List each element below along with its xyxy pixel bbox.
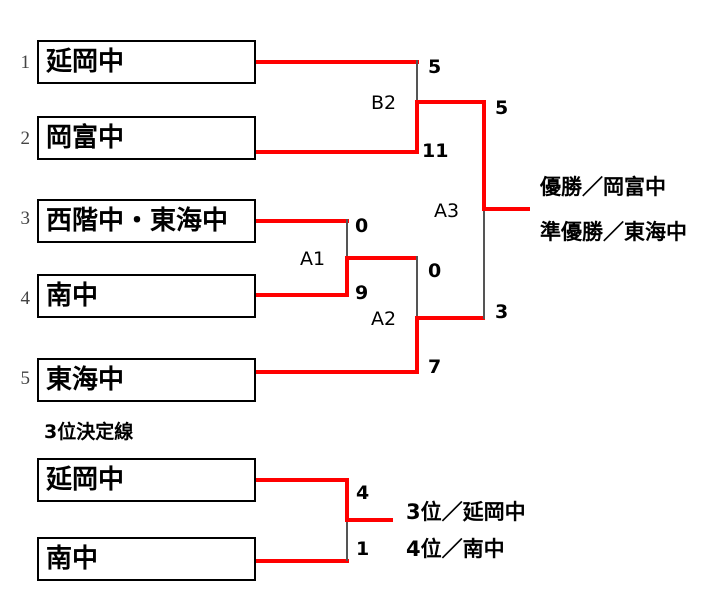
seed-number-5: 5 bbox=[20, 368, 31, 389]
b2-winner-line bbox=[415, 100, 485, 104]
result-third-place: 3位／延岡中 bbox=[406, 500, 526, 524]
score-third-place-bottom: 1 bbox=[356, 538, 370, 560]
result-champion: 優勝／岡富中 bbox=[540, 175, 666, 199]
match-code-a3: A3 bbox=[434, 200, 460, 222]
third-place-vertical-upper bbox=[345, 478, 349, 522]
third-place-feed-line-1 bbox=[256, 478, 349, 482]
feed-line-seed4 bbox=[256, 293, 349, 297]
score-a3-bottom: 3 bbox=[495, 301, 509, 323]
result-runner-up: 準優勝／東海中 bbox=[540, 220, 687, 244]
score-a3-top: 5 bbox=[495, 97, 509, 119]
match-code-a1: A1 bbox=[300, 248, 326, 270]
third-place-vertical-lower bbox=[346, 518, 348, 561]
feed-line-seed1 bbox=[256, 60, 419, 64]
b2-vertical-upper bbox=[416, 60, 418, 102]
score-a1-bottom: 9 bbox=[355, 282, 369, 304]
seed-number-1: 1 bbox=[20, 52, 31, 73]
seed-number-4: 4 bbox=[20, 288, 31, 309]
b2-vertical-lower bbox=[415, 100, 419, 154]
feed-line-seed3 bbox=[256, 219, 349, 223]
result-fourth-place: 4位／南中 bbox=[406, 537, 505, 561]
third-place-team-name-2: 南中 bbox=[46, 544, 99, 574]
match-code-b2: B2 bbox=[371, 92, 397, 114]
team-name-3: 西階中・東海中 bbox=[46, 206, 229, 236]
team-name-1: 延岡中 bbox=[46, 47, 125, 77]
feed-line-seed2 bbox=[256, 150, 419, 154]
third-place-section-label: 3位決定線 bbox=[44, 421, 134, 443]
a3-winner-line bbox=[482, 207, 530, 211]
a3-vertical-lower bbox=[483, 209, 485, 319]
team-box-1[interactable]: 延岡中 bbox=[37, 40, 256, 84]
score-a2-top: 0 bbox=[428, 260, 442, 282]
third-place-team-box-2[interactable]: 南中 bbox=[37, 537, 256, 581]
a2-vertical-lower bbox=[415, 316, 419, 374]
team-box-3[interactable]: 西階中・東海中 bbox=[37, 199, 256, 243]
a2-winner-line bbox=[415, 316, 485, 320]
team-name-5: 東海中 bbox=[46, 365, 125, 395]
score-b2-bottom: 11 bbox=[422, 140, 449, 162]
a1-vertical-upper bbox=[346, 219, 348, 259]
score-b2-top: 5 bbox=[428, 56, 442, 78]
score-a2-bottom: 7 bbox=[428, 356, 442, 378]
score-third-place-top: 4 bbox=[356, 482, 370, 504]
third-place-feed-line-2 bbox=[256, 559, 349, 563]
match-code-a2: A2 bbox=[371, 308, 397, 330]
team-name-2: 岡富中 bbox=[46, 123, 125, 153]
team-box-2[interactable]: 岡富中 bbox=[37, 116, 256, 160]
a2-vertical-upper bbox=[416, 256, 418, 318]
third-place-winner-line bbox=[345, 518, 393, 522]
team-box-5[interactable]: 東海中 bbox=[37, 358, 256, 402]
score-a1-top: 0 bbox=[355, 215, 369, 237]
a3-vertical-upper bbox=[482, 100, 486, 211]
third-place-team-box-1[interactable]: 延岡中 bbox=[37, 458, 256, 502]
a1-vertical-lower bbox=[345, 256, 349, 297]
seed-number-3: 3 bbox=[20, 208, 31, 229]
seed-number-2: 2 bbox=[20, 128, 31, 149]
team-box-4[interactable]: 南中 bbox=[37, 274, 256, 318]
feed-line-seed5 bbox=[256, 370, 419, 374]
team-name-4: 南中 bbox=[46, 281, 99, 311]
a1-winner-line bbox=[345, 256, 417, 260]
third-place-team-name-1: 延岡中 bbox=[46, 465, 125, 495]
